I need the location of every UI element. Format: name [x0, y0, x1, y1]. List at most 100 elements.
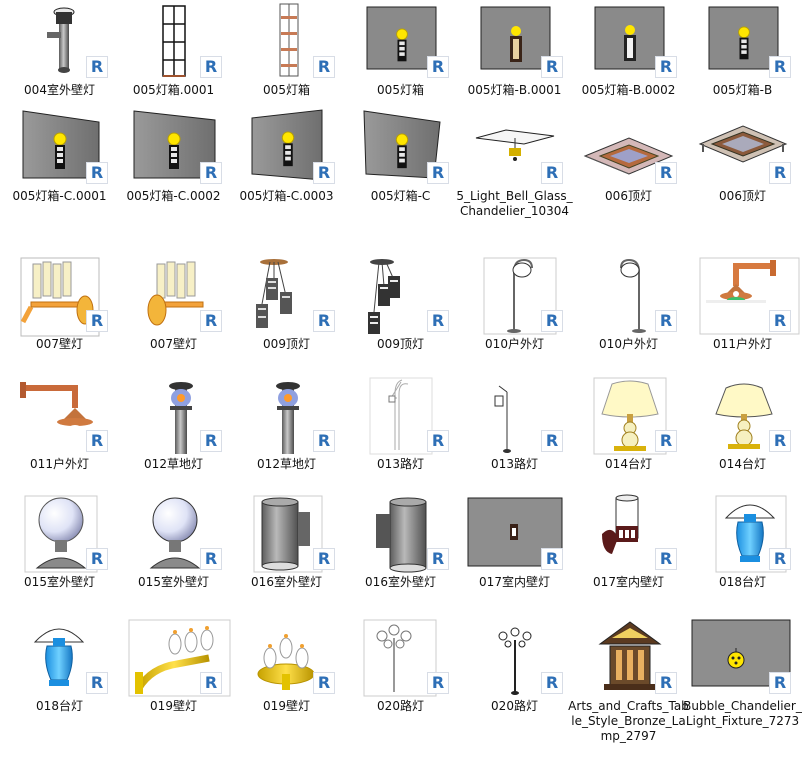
file-name-label: 019壁灯: [263, 699, 310, 713]
revit-file-badge-icon: R: [86, 672, 108, 694]
revit-file-badge-icon: R: [427, 672, 449, 694]
revit-file-badge-icon: R: [86, 56, 108, 78]
revit-file-badge-icon: R: [769, 56, 791, 78]
cylinder-wall-light-icon: [344, 494, 457, 573]
ornamental-street-light-icon: [344, 618, 457, 697]
revit-file-badge-icon: R: [769, 310, 791, 332]
table-lamp-icon: [686, 376, 799, 454]
revit-file-badge-icon: R: [313, 672, 335, 694]
chandelier-icon: [458, 108, 571, 186]
outdoor-wall-lamp-icon: [3, 376, 116, 454]
cylinder-wall-light-icon: [230, 494, 343, 573]
revit-file-badge-icon: R: [769, 672, 791, 694]
file-name-label: 011户外灯: [30, 457, 89, 471]
lawn-light-icon: [117, 376, 230, 454]
file-name-label: 016室外壁灯: [251, 575, 322, 589]
file-name-label: 005灯箱-C.0003: [239, 189, 334, 203]
revit-file-badge-icon: R: [541, 310, 563, 332]
file-name-label: 014台灯: [605, 457, 652, 471]
revit-file-badge-icon: R: [655, 430, 677, 452]
revit-file-badge-icon: R: [86, 310, 108, 332]
file-name-label: 016室外壁灯: [365, 575, 436, 589]
file-name-label: 018台灯: [36, 699, 83, 713]
revit-file-badge-icon: R: [769, 162, 791, 184]
revit-file-badge-icon: R: [427, 548, 449, 570]
outdoor-light-icon: [572, 256, 685, 334]
file-name-label: 011户外灯: [713, 337, 772, 351]
table-lamp-icon: [572, 376, 685, 455]
file-name-label: 005灯箱.0001: [132, 83, 215, 97]
revit-file-badge-icon: R: [541, 672, 563, 694]
bronze-lamp-icon: [572, 618, 685, 696]
revit-file-badge-icon: R: [200, 162, 222, 184]
file-name-label: 010户外灯: [485, 337, 544, 351]
file-name-label: 009顶灯: [377, 337, 424, 351]
revit-file-badge-icon: R: [313, 548, 335, 570]
revit-file-badge-icon: R: [655, 310, 677, 332]
file-name-label: 005灯箱-C: [370, 189, 431, 203]
globe-light-icon: [3, 494, 116, 573]
file-name-label: 013路灯: [377, 457, 424, 471]
table-lamp-icon: [686, 494, 799, 573]
revit-file-badge-icon: R: [200, 548, 222, 570]
file-name-label: Arts_and_Crafts_Table_Style_Bronze_Lamp_…: [568, 699, 689, 743]
file-name-label: 004室外壁灯: [24, 83, 95, 97]
file-name-label: 005灯箱: [377, 83, 424, 97]
globe-light-icon: [117, 494, 230, 572]
file-name-label: 020路灯: [491, 699, 538, 713]
file-name-label: 010户外灯: [599, 337, 658, 351]
lawn-light-icon: [230, 376, 343, 454]
revit-file-badge-icon: R: [541, 430, 563, 452]
file-name-label: 009顶灯: [263, 337, 310, 351]
revit-file-badge-icon: R: [313, 430, 335, 452]
revit-file-badge-icon: R: [427, 310, 449, 332]
revit-file-badge-icon: R: [541, 56, 563, 78]
wall-lamp-icon: [117, 256, 230, 334]
light-box-panel-icon: [3, 108, 116, 186]
revit-file-badge-icon: R: [655, 56, 677, 78]
exterior-wall-light-icon: [3, 2, 116, 80]
revit-file-badge-icon: R: [427, 56, 449, 78]
ceiling-light-icon: [686, 108, 799, 186]
pendant-light-icon: [344, 256, 457, 334]
light-box-panel-icon: [572, 2, 685, 80]
revit-file-badge-icon: R: [200, 430, 222, 452]
light-box-icon: [117, 2, 230, 80]
file-name-label: 5_Light_Bell_Glass_Chandelier_10304: [456, 189, 573, 218]
file-name-label: 020路灯: [377, 699, 424, 713]
light-box-panel-icon: [344, 2, 457, 80]
file-name-label: 012草地灯: [144, 457, 203, 471]
revit-file-badge-icon: R: [769, 548, 791, 570]
revit-file-badge-icon: R: [200, 56, 222, 78]
street-light-icon: [344, 376, 457, 455]
candle-wall-lamp-icon: [230, 618, 343, 696]
light-box-panel-icon: [344, 108, 457, 186]
file-name-label: 014台灯: [719, 457, 766, 471]
file-name-label: 006顶灯: [605, 189, 652, 203]
pendant-light-icon: [230, 256, 343, 334]
file-name-label: 005灯箱-B.0001: [467, 83, 562, 97]
revit-file-badge-icon: R: [313, 56, 335, 78]
file-name-label: 005灯箱-C.0002: [126, 189, 221, 203]
revit-file-badge-icon: R: [655, 672, 677, 694]
file-name-label: 007壁灯: [36, 337, 83, 351]
revit-file-badge-icon: R: [541, 162, 563, 184]
table-lamp-icon: [3, 618, 116, 696]
file-name-label: 019壁灯: [150, 699, 197, 713]
light-box-panel-icon: [458, 2, 571, 80]
revit-file-badge-icon: R: [86, 548, 108, 570]
revit-file-badge-icon: R: [655, 162, 677, 184]
ceiling-light-icon: [572, 108, 685, 186]
revit-file-badge-icon: R: [86, 430, 108, 452]
light-box-panel-icon: [117, 108, 230, 186]
light-box-icon: [230, 2, 343, 80]
file-name-label: 005灯箱-B: [712, 83, 773, 97]
file-name-label: 018台灯: [719, 575, 766, 589]
revit-file-badge-icon: R: [200, 672, 222, 694]
file-name-label: 007壁灯: [150, 337, 197, 351]
file-name-label: 005灯箱: [263, 83, 310, 97]
street-light-icon: [458, 376, 571, 454]
light-box-panel-icon: [686, 2, 799, 80]
file-name-label: 015室外壁灯: [138, 575, 209, 589]
